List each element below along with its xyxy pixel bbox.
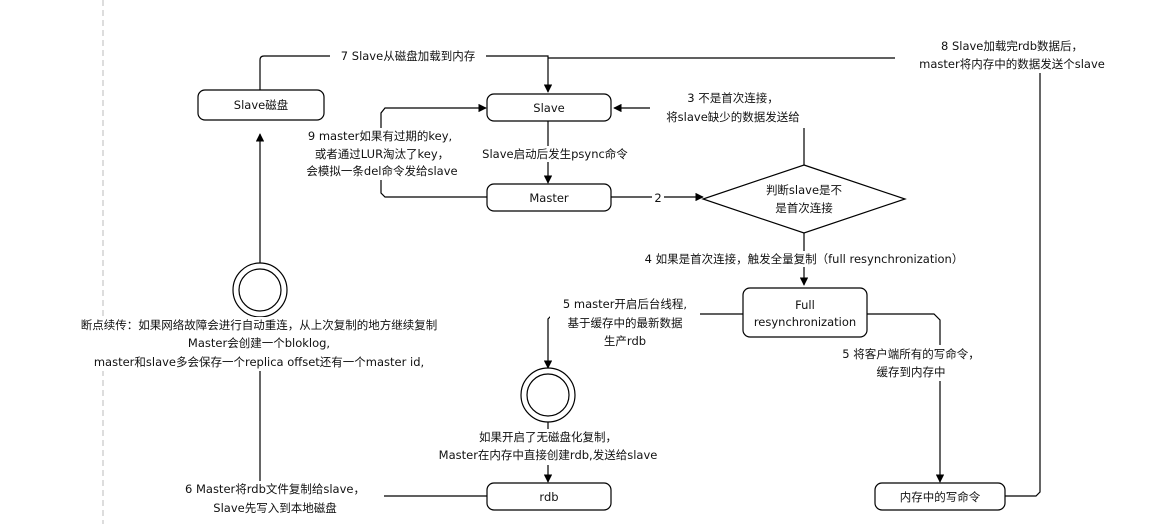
label-step-5a-line3: 生产rdb [604, 334, 646, 348]
label-step-3-line1: 3 不是首次连接， [687, 91, 778, 105]
label-step-6-line1: 6 Master将rdb文件复制给slave， [185, 482, 365, 496]
node-master [486, 183, 612, 212]
label-step-7: 7 Slave从磁盘加载到内存 [341, 49, 475, 63]
label-step-8-line2: master将内存中的数据发送个slave [919, 57, 1105, 71]
node-rdb [486, 482, 612, 511]
node-master-label: Master [529, 191, 569, 205]
label-step-5a-line2: 基于缓存中的最新数据 [568, 316, 683, 330]
label-step-9-line3: 会模拟一条del命令发给slave [306, 164, 457, 178]
label-step-5a-line1: 5 master开启后台线程, [563, 297, 687, 311]
label-step-5b-line2: 缓存到内存中 [877, 365, 946, 379]
node-slave-disk-label: Slave磁盘 [234, 98, 288, 112]
label-step-1: Slave启动后发生psync命令 [482, 147, 628, 161]
node-mem-write-cmd [874, 482, 1006, 511]
label-no-disk-line1: 如果开启了无磁盘化复制， [479, 430, 617, 444]
label-step-2: 2 [654, 191, 661, 205]
label-resume-line2: Master会创建一个bloklog, [188, 336, 330, 350]
edge-disk-to-slave [259, 55, 553, 93]
node-mid-terminator-inner [526, 373, 570, 417]
edge-fullresync-to-memcmd [867, 313, 945, 483]
node-full-resync [742, 287, 868, 338]
label-step-3-line2: 将slave缺少的数据发送给 [666, 110, 800, 124]
node-left-terminator-inner [238, 268, 282, 312]
label-no-disk-line2: Master在内存中直接创建rdb,发送给slave [439, 448, 658, 462]
label-step-4: 4 如果是首次连接，触发全量复制（full resynchronization） [645, 252, 964, 266]
label-step-6-line2: Slave先写入到本地磁盘 [213, 501, 336, 515]
node-mem-write-cmd-label: 内存中的写命令 [900, 490, 981, 504]
node-judge [701, 164, 907, 234]
label-resume-line3: master和slave多会保存一个replica offset还有一个mast… [94, 355, 424, 369]
label-step-8-line1: 8 Slave加载完rdb数据后， [941, 39, 1083, 53]
node-full-resync-label-2: resynchronization [754, 315, 856, 329]
node-judge-label-2: 是首次连接 [775, 201, 833, 215]
label-step-9-line2: 或者通过LUR淘汰了key， [315, 147, 449, 161]
node-slave [486, 93, 612, 122]
label-resume-line1: 断点续传：如果网络故障会进行自动重连，从上次复制的地方继续复制 [81, 318, 438, 332]
node-rdb-label: rdb [539, 490, 558, 504]
node-judge-label-1: 判断slave是不 [766, 183, 843, 197]
node-slave-label: Slave [533, 101, 564, 115]
node-full-resync-label-1: Full [795, 298, 815, 312]
node-slave-disk [197, 89, 325, 121]
label-step-9-line1: 9 master如果有过期的key, [308, 129, 452, 143]
label-step-5b-line1: 5 将客户端所有的写命令， [842, 347, 979, 361]
